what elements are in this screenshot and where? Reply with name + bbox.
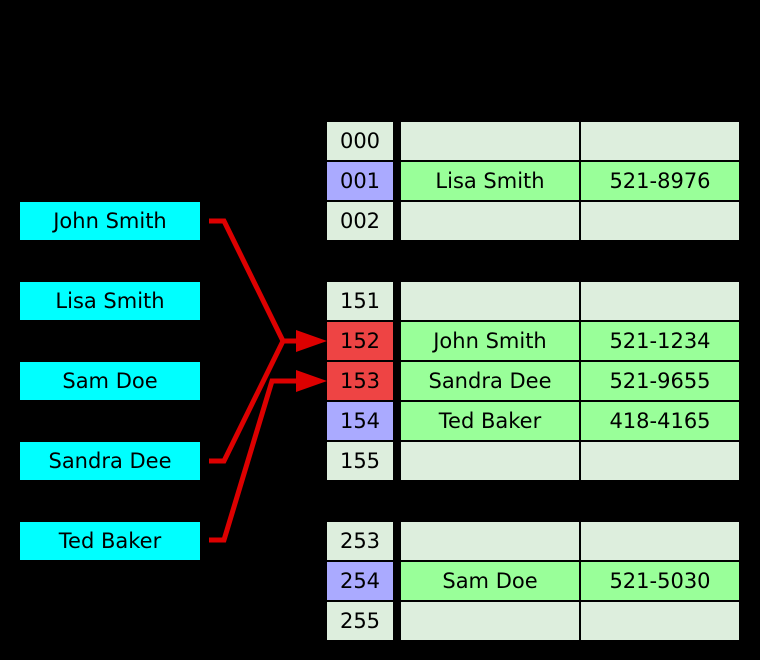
column-gap	[394, 521, 400, 561]
bucket-index-cell: 151	[326, 281, 394, 321]
table-row[interactable]: 153 Sandra Dee 521-9655	[326, 361, 740, 401]
bucket-name-cell: Sandra Dee	[400, 361, 580, 401]
column-gap	[394, 361, 400, 401]
bucket-name-cell: Lisa Smith	[400, 161, 580, 201]
key-box-john-smith[interactable]: John Smith	[20, 202, 200, 240]
bucket-phone-cell: 521-8976	[580, 161, 740, 201]
column-gap	[394, 601, 400, 641]
bucket-phone-cell: 418-4165	[580, 401, 740, 441]
bucket-name-cell	[400, 281, 580, 321]
arrowhead-icon-152	[296, 330, 327, 352]
bucket-name-cell	[400, 121, 580, 161]
key-box-sam-doe[interactable]: Sam Doe	[20, 362, 200, 400]
column-gap	[394, 161, 400, 201]
bucket-index-cell: 001	[326, 161, 394, 201]
key-box-ted-baker[interactable]: Ted Baker	[20, 522, 200, 560]
bucket-index-cell: 154	[326, 401, 394, 441]
bucket-name-cell: Sam Doe	[400, 561, 580, 601]
table-row[interactable]: 255	[326, 601, 740, 641]
column-gap	[394, 121, 400, 161]
column-gap	[394, 441, 400, 481]
bucket-name-cell: John Smith	[400, 321, 580, 361]
bucket-index-cell: 155	[326, 441, 394, 481]
column-gap	[394, 401, 400, 441]
connector-sandra-dee-to-152	[209, 339, 286, 464]
table-row[interactable]: 154 Ted Baker 418-4165	[326, 401, 740, 441]
key-label: John Smith	[53, 208, 167, 233]
bucket-name-cell	[400, 201, 580, 241]
bucket-table-middle: 151 152 John Smith 521-1234 153 Sandra D…	[326, 281, 740, 481]
bucket-index-cell: 153	[326, 361, 394, 401]
bucket-phone-cell	[580, 441, 740, 481]
bucket-index-cell: 152	[326, 321, 394, 361]
column-gap	[394, 201, 400, 241]
bucket-phone-cell	[580, 521, 740, 561]
table-row[interactable]: 254 Sam Doe 521-5030	[326, 561, 740, 601]
bucket-index-cell: 253	[326, 521, 394, 561]
connector-ted-baker-to-153	[209, 378, 296, 543]
bucket-table-bottom: 253 254 Sam Doe 521-5030 255	[326, 521, 740, 641]
bucket-phone-cell	[580, 601, 740, 641]
key-label: Sandra Dee	[48, 448, 172, 473]
column-gap	[394, 561, 400, 601]
bucket-index-cell: 002	[326, 201, 394, 241]
bucket-phone-cell	[580, 281, 740, 321]
bucket-name-cell	[400, 601, 580, 641]
bucket-phone-cell: 521-5030	[580, 561, 740, 601]
column-gap	[394, 281, 400, 321]
key-box-sandra-dee[interactable]: Sandra Dee	[20, 442, 200, 480]
arrowhead-icon-153	[296, 370, 327, 392]
table-row[interactable]: 001 Lisa Smith 521-8976	[326, 161, 740, 201]
bucket-table-top: 000 001 Lisa Smith 521-8976 002	[326, 121, 740, 241]
table-row[interactable]: 002	[326, 201, 740, 241]
bucket-name-cell	[400, 521, 580, 561]
bucket-phone-cell	[580, 201, 740, 241]
bucket-index-cell: 255	[326, 601, 394, 641]
bucket-phone-cell: 521-1234	[580, 321, 740, 361]
connector-john-smith-to-152	[209, 218, 296, 344]
table-row[interactable]: 253	[326, 521, 740, 561]
bucket-phone-cell	[580, 121, 740, 161]
bucket-name-cell	[400, 441, 580, 481]
bucket-index-cell: 254	[326, 561, 394, 601]
key-box-lisa-smith[interactable]: Lisa Smith	[20, 282, 200, 320]
bucket-name-cell: Ted Baker	[400, 401, 580, 441]
column-gap	[394, 321, 400, 361]
table-row[interactable]: 152 John Smith 521-1234	[326, 321, 740, 361]
table-row[interactable]: 151	[326, 281, 740, 321]
key-label: Sam Doe	[62, 368, 158, 393]
bucket-phone-cell: 521-9655	[580, 361, 740, 401]
bucket-index-cell: 000	[326, 121, 394, 161]
table-row[interactable]: 000	[326, 121, 740, 161]
key-label: Lisa Smith	[55, 288, 165, 313]
key-label: Ted Baker	[58, 528, 162, 553]
table-row[interactable]: 155	[326, 441, 740, 481]
